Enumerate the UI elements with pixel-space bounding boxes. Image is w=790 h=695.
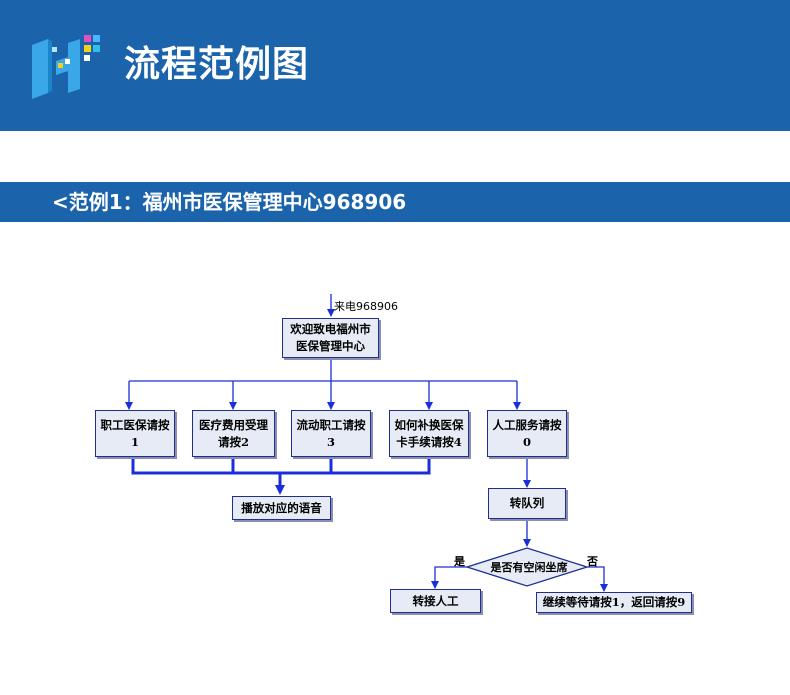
arrowhead-to-play <box>275 485 285 495</box>
node-transfer-queue: 转队列 <box>488 488 566 519</box>
header-bar: 流程范例图 <box>0 0 790 131</box>
no-label: 否 <box>587 555 598 568</box>
yes-label: 是 <box>454 555 465 568</box>
node-transfer-agent: 转接人工 <box>390 589 481 613</box>
decision-diamond <box>464 547 590 587</box>
node-option-4: 如何补换医保 卡手续请按4 <box>389 410 469 457</box>
node-option-3: 流动职工请按 3 <box>291 410 371 457</box>
connector-options-merge <box>131 458 431 475</box>
node-welcome: 欢迎致电福州市 医保管理中心 <box>282 318 379 358</box>
node-play-voice: 播放对应的语音 <box>232 496 331 520</box>
page-title: 流程范例图 <box>124 44 310 85</box>
arrow-no-branch <box>587 566 608 592</box>
section-bar: <范例1：福州市医保管理中心968906 <box>0 182 790 222</box>
node-option-0: 人工服务请按 0 <box>487 410 567 457</box>
node-option-2: 医疗费用受理 请按2 <box>192 410 275 457</box>
decision-text: 是否有空闲坐席 <box>490 561 568 574</box>
pixel-h-logo-icon <box>32 35 100 99</box>
node-continue-waiting: 继续等待请按1，返回请按9 <box>536 592 692 613</box>
arrow-yes-branch <box>431 566 467 589</box>
incoming-call-label: 来电968906 <box>334 300 398 313</box>
node-option-1: 职工医保请按 1 <box>95 410 175 457</box>
section-title: <范例1：福州市医保管理中心968906 <box>52 190 407 214</box>
